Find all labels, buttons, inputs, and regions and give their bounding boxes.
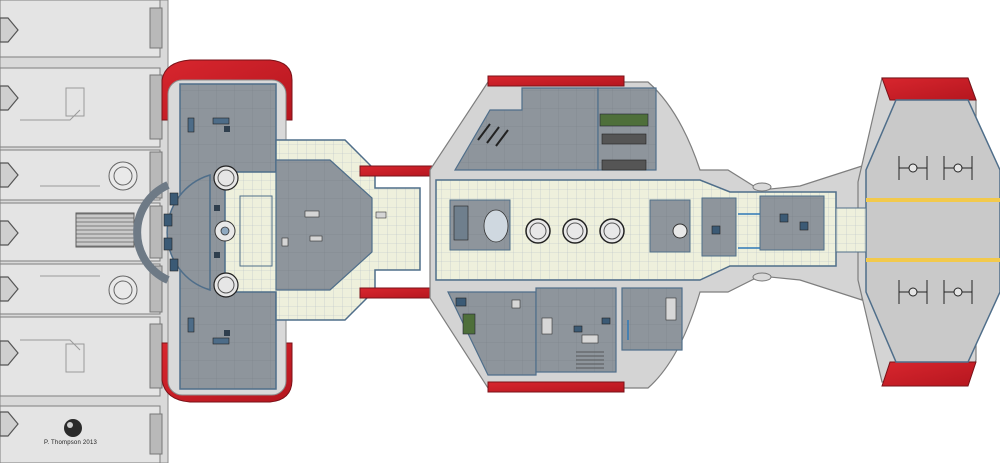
left-hull-section: [0, 0, 169, 463]
round-emblem-logo-icon: [64, 419, 82, 437]
artist-credit: P. Thompson 2013: [44, 440, 98, 446]
hangar-section: [835, 77, 1000, 387]
starfighter-icon: [898, 156, 973, 304]
bridge-section: [133, 59, 421, 403]
mid-hull-section: [429, 75, 863, 393]
